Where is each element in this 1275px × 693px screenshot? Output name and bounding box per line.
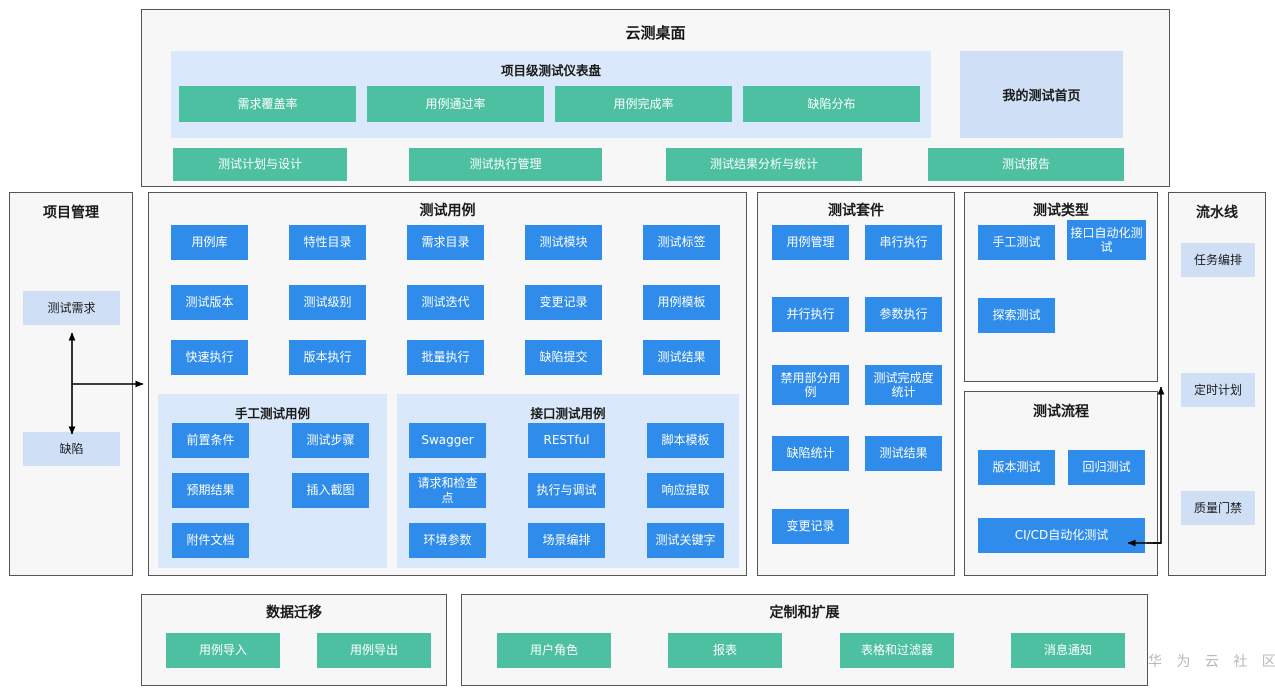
chip-attachment-doc[interactable]: 附件文档 (172, 523, 249, 558)
data-migration-panel: 数据迁移 用例导入 用例导出 (141, 594, 447, 686)
pipeline-panel: 流水线 任务编排 定时计划 质量门禁 (1168, 192, 1266, 576)
chip-case-library[interactable]: 用例库 (171, 225, 248, 260)
customization-extension-panel: 定制和扩展 用户角色 报表 表格和过滤器 消息通知 (461, 594, 1148, 686)
test-flow-panel: 测试流程 版本测试 回归测试 CI/CD自动化测试 (964, 391, 1158, 576)
chip-test-requirement[interactable]: 测试需求 (23, 291, 120, 325)
chip-execute-debug[interactable]: 执行与调试 (528, 473, 605, 508)
chip-batch-execution[interactable]: 批量执行 (407, 340, 484, 375)
chip-serial-execution[interactable]: 串行执行 (865, 225, 942, 260)
chip-swagger[interactable]: Swagger (409, 423, 486, 458)
chip-test-iteration[interactable]: 测试迭代 (407, 285, 484, 320)
chip-change-record[interactable]: 变更记录 (525, 285, 602, 320)
project-management-title: 项目管理 (43, 205, 99, 221)
chip-message-notification[interactable]: 消息通知 (1011, 633, 1125, 668)
chip-restful[interactable]: RESTful (528, 423, 605, 458)
chip-table-filter[interactable]: 表格和过滤器 (840, 633, 954, 668)
chip-case-pass-rate[interactable]: 用例通过率 (367, 86, 544, 122)
test-type-panel: 测试类型 手工测试 接口自动化测试 探索测试 (964, 192, 1158, 382)
chip-cicd-automation-test[interactable]: CI/CD自动化测试 (978, 518, 1145, 553)
chip-case-management[interactable]: 用例管理 (772, 225, 849, 260)
test-type-title: 测试类型 (1033, 203, 1089, 219)
chip-environment-params[interactable]: 环境参数 (409, 523, 486, 558)
api-test-case-subpanel: 接口测试用例 Swagger RESTful 脚本模板 请求和检查点 执行与调试… (397, 394, 739, 568)
project-dashboard-subpanel: 项目级测试仪表盘 需求覆盖率 用例通过率 用例完成率 缺陷分布 (171, 51, 931, 138)
chip-test-result-analysis[interactable]: 测试结果分析与统计 (666, 148, 862, 181)
test-flow-title: 测试流程 (1033, 404, 1089, 420)
chip-requirement-catalog[interactable]: 需求目录 (407, 225, 484, 260)
chip-test-report[interactable]: 测试报告 (928, 148, 1124, 181)
chip-regression-test[interactable]: 回归测试 (1068, 450, 1145, 485)
chip-requirement-coverage[interactable]: 需求覆盖率 (179, 86, 356, 122)
chip-test-plan-design[interactable]: 测试计划与设计 (173, 148, 347, 181)
page-title: 云测桌面 (625, 24, 686, 42)
manual-test-case-subpanel: 手工测试用例 前置条件 测试步骤 预期结果 插入截图 附件文档 (158, 394, 387, 568)
test-suite-panel: 测试套件 用例管理 串行执行 并行执行 参数执行 禁用部分用例 测试完成度统计 … (757, 192, 955, 576)
chip-test-result[interactable]: 测试结果 (643, 340, 720, 375)
chip-precondition[interactable]: 前置条件 (172, 423, 249, 458)
chip-api-automation-test[interactable]: 接口自动化测试 (1067, 220, 1146, 260)
chip-insert-screenshot[interactable]: 插入截图 (292, 473, 369, 508)
chip-test-version[interactable]: 测试版本 (171, 285, 248, 320)
chip-version-test[interactable]: 版本测试 (978, 450, 1055, 485)
chip-user-role[interactable]: 用户角色 (497, 633, 611, 668)
chip-parallel-execution[interactable]: 并行执行 (772, 297, 849, 332)
chip-defect[interactable]: 缺陷 (23, 432, 120, 466)
chip-scenario-orchestration[interactable]: 场景编排 (528, 523, 605, 558)
project-management-panel: 项目管理 测试需求 缺陷 (9, 192, 133, 576)
data-migration-title: 数据迁移 (266, 605, 322, 621)
chip-case-template[interactable]: 用例模板 (643, 285, 720, 320)
chip-test-execution-mgmt[interactable]: 测试执行管理 (409, 148, 602, 181)
chip-defect-distribution[interactable]: 缺陷分布 (743, 86, 920, 122)
chip-test-steps[interactable]: 测试步骤 (292, 423, 369, 458)
chip-script-template[interactable]: 脚本模板 (647, 423, 724, 458)
chip-defect-submission[interactable]: 缺陷提交 (525, 340, 602, 375)
chip-test-keyword[interactable]: 测试关键字 (647, 523, 724, 558)
chip-manual-test[interactable]: 手工测试 (978, 225, 1055, 260)
chip-disable-partial-cases[interactable]: 禁用部分用例 (772, 365, 849, 405)
test-case-panel: 测试用例 用例库 特性目录 需求目录 测试模块 测试标签 测试版本 测试级别 测… (148, 192, 747, 576)
test-case-title: 测试用例 (419, 203, 476, 219)
test-suite-title: 测试套件 (828, 203, 884, 219)
chip-request-checkpoint[interactable]: 请求和检查点 (409, 473, 486, 508)
chip-test-level[interactable]: 测试级别 (289, 285, 366, 320)
chip-report[interactable]: 报表 (668, 633, 782, 668)
chip-defect-statistics[interactable]: 缺陷统计 (772, 436, 849, 471)
chip-task-orchestration[interactable]: 任务编排 (1181, 243, 1255, 277)
chip-response-extract[interactable]: 响应提取 (647, 473, 724, 508)
chip-suite-change-record[interactable]: 变更记录 (772, 509, 849, 544)
chip-case-export[interactable]: 用例导出 (317, 633, 431, 668)
cloud-test-desktop-panel: 云测桌面 项目级测试仪表盘 需求覆盖率 用例通过率 用例完成率 缺陷分布 我的测… (141, 9, 1170, 187)
chip-expected-result[interactable]: 预期结果 (172, 473, 249, 508)
pipeline-title: 流水线 (1196, 205, 1238, 221)
chip-quick-execution[interactable]: 快速执行 (171, 340, 248, 375)
api-test-case-title: 接口测试用例 (530, 406, 606, 421)
chip-test-module[interactable]: 测试模块 (525, 225, 602, 260)
chip-parameter-execution[interactable]: 参数执行 (865, 297, 942, 332)
dashboard-title: 项目级测试仪表盘 (500, 63, 601, 78)
chip-case-completion-rate[interactable]: 用例完成率 (555, 86, 732, 122)
chip-test-tag[interactable]: 测试标签 (643, 225, 720, 260)
my-test-homepage-box[interactable]: 我的测试首页 (960, 51, 1123, 138)
manual-test-case-title: 手工测试用例 (234, 406, 310, 421)
chip-scheduled-plan[interactable]: 定时计划 (1181, 373, 1255, 407)
chip-completion-statistics[interactable]: 测试完成度统计 (865, 365, 942, 405)
chip-exploratory-test[interactable]: 探索测试 (978, 298, 1055, 333)
chip-version-execution[interactable]: 版本执行 (289, 340, 366, 375)
chip-case-import[interactable]: 用例导入 (166, 633, 280, 668)
customization-extension-title: 定制和扩展 (769, 605, 840, 621)
chip-feature-catalog[interactable]: 特性目录 (289, 225, 366, 260)
chip-quality-gate[interactable]: 质量门禁 (1181, 491, 1255, 525)
chip-suite-test-result[interactable]: 测试结果 (865, 436, 942, 471)
watermark: 华 为 云 社 区 (1148, 654, 1275, 670)
